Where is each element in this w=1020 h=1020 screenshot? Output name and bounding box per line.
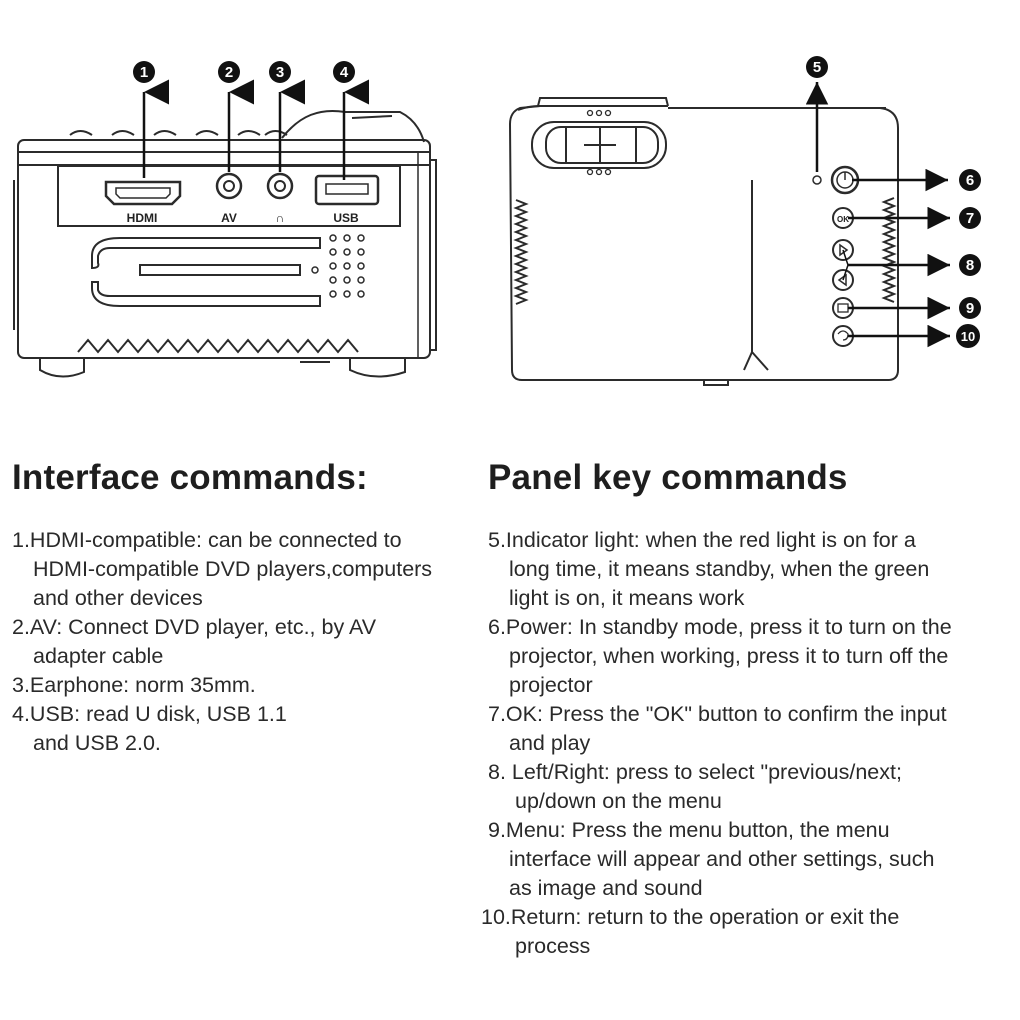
interface-commands-heading: Interface commands: xyxy=(12,458,368,497)
callout-badge-1: 1 xyxy=(133,61,155,83)
callout-badge-2: 2 xyxy=(218,61,240,83)
callout-badge-4: 4 xyxy=(333,61,355,83)
list-item: 9.Menu: Press the menu button, the menu … xyxy=(488,818,935,900)
svg-text:9: 9 xyxy=(966,300,974,317)
av-port-label: AV xyxy=(221,211,237,225)
list-item: 1.HDMI-compatible: can be connected to H… xyxy=(12,528,433,610)
svg-text:2: 2 xyxy=(225,64,233,81)
svg-text:6: 6 xyxy=(966,172,974,189)
panel-key-commands-list: 5.Indicator light: when the red light is… xyxy=(481,526,1013,961)
callout-badge-8: 8 xyxy=(959,254,981,276)
svg-text:4: 4 xyxy=(340,64,349,81)
ok-key-label: OK xyxy=(837,215,849,224)
callout-badge-9: 9 xyxy=(959,297,981,319)
svg-text:10: 10 xyxy=(961,329,975,344)
projector-diagram: HDMI AV ∩ USB 1 2 3 4 xyxy=(13,56,981,386)
callout-badge-3: 3 xyxy=(269,61,291,83)
svg-text:3: 3 xyxy=(276,64,284,81)
panel-key-commands-heading: Panel key commands xyxy=(488,458,848,497)
interface-commands-list: 1.HDMI-compatible: can be connected to H… xyxy=(12,526,482,758)
list-item: 6.Power: In standby mode, press it to tu… xyxy=(488,615,952,697)
list-item: 4.USB: read U disk, USB 1.1 and USB 2.0. xyxy=(12,702,287,755)
svg-text:7: 7 xyxy=(966,210,974,227)
list-item: 10.Return: return to the operation or ex… xyxy=(481,905,900,958)
callout-badge-7: 7 xyxy=(959,207,981,229)
callout-badge-6: 6 xyxy=(959,169,981,191)
list-item: 2.AV: Connect DVD player, etc., by AV ad… xyxy=(12,615,377,668)
callout-badge-5: 5 xyxy=(806,56,828,78)
list-item: 5.Indicator light: when the red light is… xyxy=(488,528,930,610)
svg-text:1: 1 xyxy=(140,64,148,81)
list-item: 7.OK: Press the "OK" button to confirm t… xyxy=(488,702,947,755)
list-item: 8. Left/Right: press to select "previous… xyxy=(488,760,902,813)
projector-top-view xyxy=(508,97,899,386)
hdmi-port-label: HDMI xyxy=(127,211,158,225)
list-item: 3.Earphone: norm 35mm. xyxy=(12,673,256,697)
earphone-port-label: ∩ xyxy=(276,211,285,225)
svg-text:5: 5 xyxy=(813,59,821,76)
usb-port-label: USB xyxy=(333,211,359,225)
projector-side-view xyxy=(13,110,437,378)
callout-badge-10: 10 xyxy=(956,324,980,348)
svg-text:8: 8 xyxy=(966,257,974,274)
